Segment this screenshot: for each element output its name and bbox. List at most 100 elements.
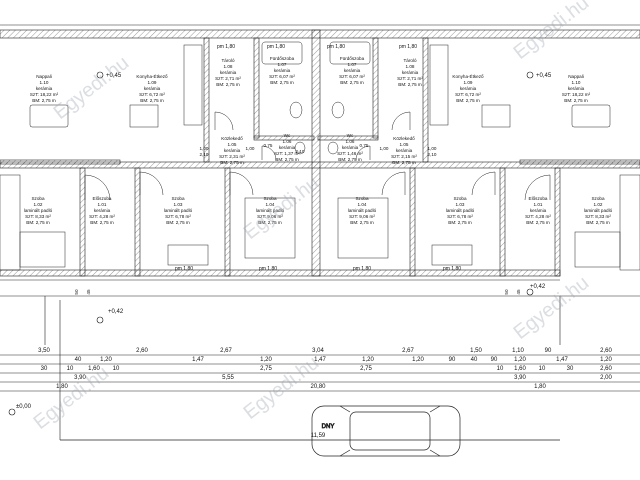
dim-label: 45 [516, 289, 521, 295]
dim-label: 1,80 [534, 384, 546, 390]
desk-2 [431, 244, 473, 266]
level-marker-icon [96, 316, 104, 324]
dim-label: 10 [67, 366, 74, 372]
dim-label: 2,75 [260, 366, 272, 372]
dimension-row-4: 3,90 5,55 3,90 2,00 [74, 375, 612, 381]
vertical-dims: 50 45 50 45 [74, 289, 521, 295]
door-dims: 1,00 2,10 1,00 0,75 2,10 0,75 1,00 2,10 … [200, 143, 437, 157]
parapet-labels: pm 1,80 pm 1,80 pm 1,80 pm 1,80 pm 1,80 … [175, 44, 461, 272]
dim-label: 5,55 [222, 375, 234, 381]
dim-label: 30 [41, 366, 48, 372]
level-markers: +0,45 +0,45 +0,42 +0,42 ±0,00 [8, 71, 552, 416]
dim-label: 1,47 [192, 357, 204, 363]
parapet-label: pm 1,80 [399, 44, 417, 50]
dimension-row-3: 30 10 1,60 10 2,75 2,75 10 1,60 10 30 2,… [41, 366, 613, 372]
dim-label: 1,60 [514, 366, 526, 372]
bed-4 [574, 231, 621, 268]
furniture [19, 41, 621, 268]
dim-label: 2,67 [402, 348, 414, 354]
sofa-left [29, 104, 69, 128]
level-label: +0,42 [108, 309, 124, 315]
toilet-wc-right [327, 141, 339, 155]
car-body [311, 405, 461, 457]
level-label: ±0,00 [16, 404, 32, 410]
bed-2 [244, 197, 296, 259]
bathtub-left [261, 41, 303, 65]
dim-label: 40 [471, 357, 478, 363]
dim-label: 2,75 [360, 366, 372, 372]
dimension-row-6: 11,59 [311, 433, 326, 439]
dim-label: 0,75 [360, 143, 369, 148]
dim-label: 2,60 [136, 348, 148, 354]
table-right [481, 104, 511, 128]
dim-label: 2,60 [600, 348, 612, 354]
dim-label: 1,50 [470, 348, 482, 354]
dim-label: 11,59 [311, 433, 326, 439]
dim-label: 1,20 [260, 357, 272, 363]
parapet-label: pm 1,80 [353, 266, 371, 272]
dim-label: 2,10 [428, 152, 437, 157]
dim-label: 40 [75, 357, 82, 363]
dim-label: 1,10 [512, 348, 524, 354]
walls [0, 29, 640, 277]
bed-1 [19, 231, 66, 268]
parapet-label: pm 1,80 [259, 266, 277, 272]
dim-label: 1,47 [556, 357, 568, 363]
dim-label: 1,80 [56, 384, 68, 390]
dim-label: 2,10 [200, 152, 209, 157]
dim-label: 2,60 [600, 366, 612, 372]
dim-label: 10 [497, 366, 504, 372]
level-marker-icon [96, 71, 104, 79]
dim-label: 90 [545, 348, 552, 354]
desk-1 [167, 244, 209, 266]
level-marker-icon [526, 71, 534, 79]
level-label: +0,42 [530, 284, 546, 290]
car-roof [349, 411, 431, 451]
toilet-right [331, 101, 345, 119]
dim-label: 2,10 [296, 149, 305, 154]
dim-label: 50 [504, 289, 509, 295]
level-marker-icon [526, 288, 534, 296]
dim-label: 1,00 [428, 146, 437, 151]
dim-label: 20,80 [310, 384, 326, 390]
dim-label: 2,67 [220, 348, 232, 354]
car-label: DNY [322, 424, 335, 430]
dim-label: 2,00 [600, 375, 612, 381]
sofa-right [571, 104, 611, 128]
dim-label: 1,20 [100, 357, 112, 363]
dim-label: 1,20 [514, 357, 526, 363]
dim-label: 10 [539, 366, 546, 372]
parapet-label: pm 1,80 [217, 44, 235, 50]
dimension-row-2: 40 1,20 1,47 1,20 1,47 1,20 1,20 90 40 9… [75, 357, 613, 363]
kitchen-counter-right [429, 44, 449, 126]
kitchen-counter-left [183, 44, 203, 126]
dim-label: 3,90 [74, 375, 86, 381]
dim-label: 90 [491, 357, 498, 363]
dim-label: 1,60 [88, 366, 100, 372]
bathtub-right [329, 41, 371, 65]
level-label: +0,45 [106, 73, 122, 79]
table-left [129, 104, 159, 128]
dim-label: 1,00 [246, 146, 255, 151]
dimension-lines [0, 354, 640, 441]
level-marker-icon [8, 408, 16, 416]
